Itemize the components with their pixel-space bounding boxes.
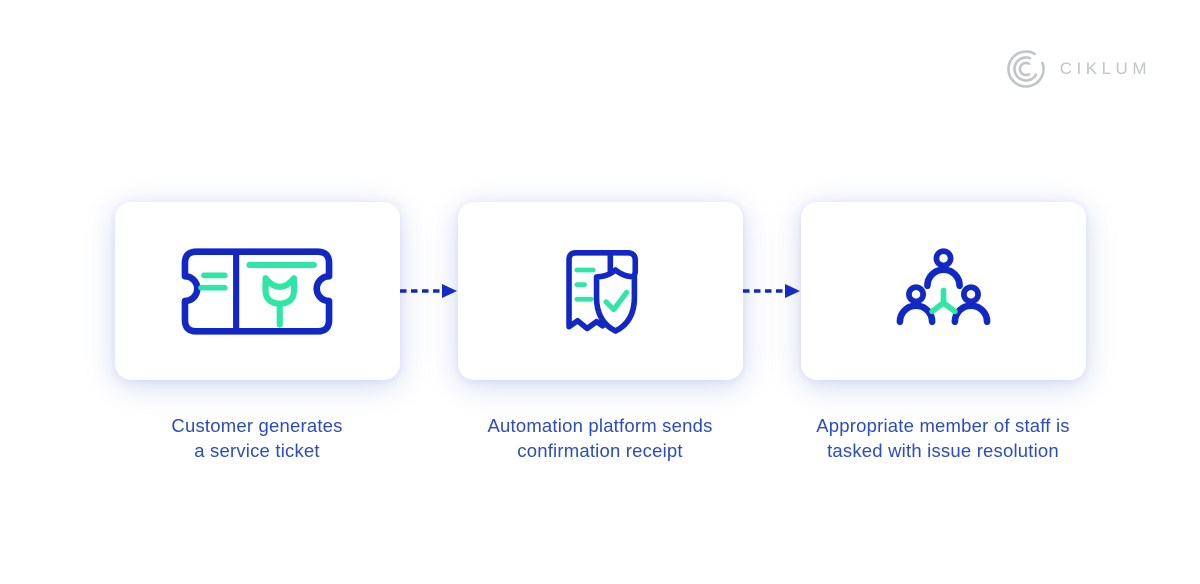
step-card <box>457 202 743 380</box>
step-staff-assignment: Appropriate member of staff is tasked wi… <box>800 202 1086 463</box>
caption-line: Automation platform sends <box>487 415 713 436</box>
step-caption: Appropriate member of staff is tasked wi… <box>816 413 1069 463</box>
process-flow: Customer generates a service ticket <box>0 202 1200 463</box>
brand-logo: CIKLUM <box>1005 48 1151 90</box>
flow-arrow <box>742 202 801 380</box>
step-service-ticket: Customer generates a service ticket <box>114 202 400 463</box>
step-caption: Customer generates a service ticket <box>171 413 342 463</box>
caption-line: tasked with issue resolution <box>827 440 1059 461</box>
confirmation-receipt-icon <box>557 244 643 339</box>
caption-line: confirmation receipt <box>517 440 683 461</box>
flow-arrow <box>399 202 458 380</box>
ciklum-logo-mark-icon <box>1005 48 1047 90</box>
step-card <box>114 202 400 380</box>
brand-name: CIKLUM <box>1059 59 1151 78</box>
step-card <box>800 202 1086 380</box>
step-caption: Automation platform sends confirmation r… <box>487 413 712 463</box>
service-ticket-icon <box>181 246 333 337</box>
step-confirmation-receipt: Automation platform sends confirmation r… <box>457 202 743 463</box>
caption-line: Customer generates <box>171 415 343 436</box>
team-assignment-icon <box>895 246 992 336</box>
caption-line: a service ticket <box>194 440 320 461</box>
caption-line: Appropriate member of staff is <box>816 415 1070 436</box>
